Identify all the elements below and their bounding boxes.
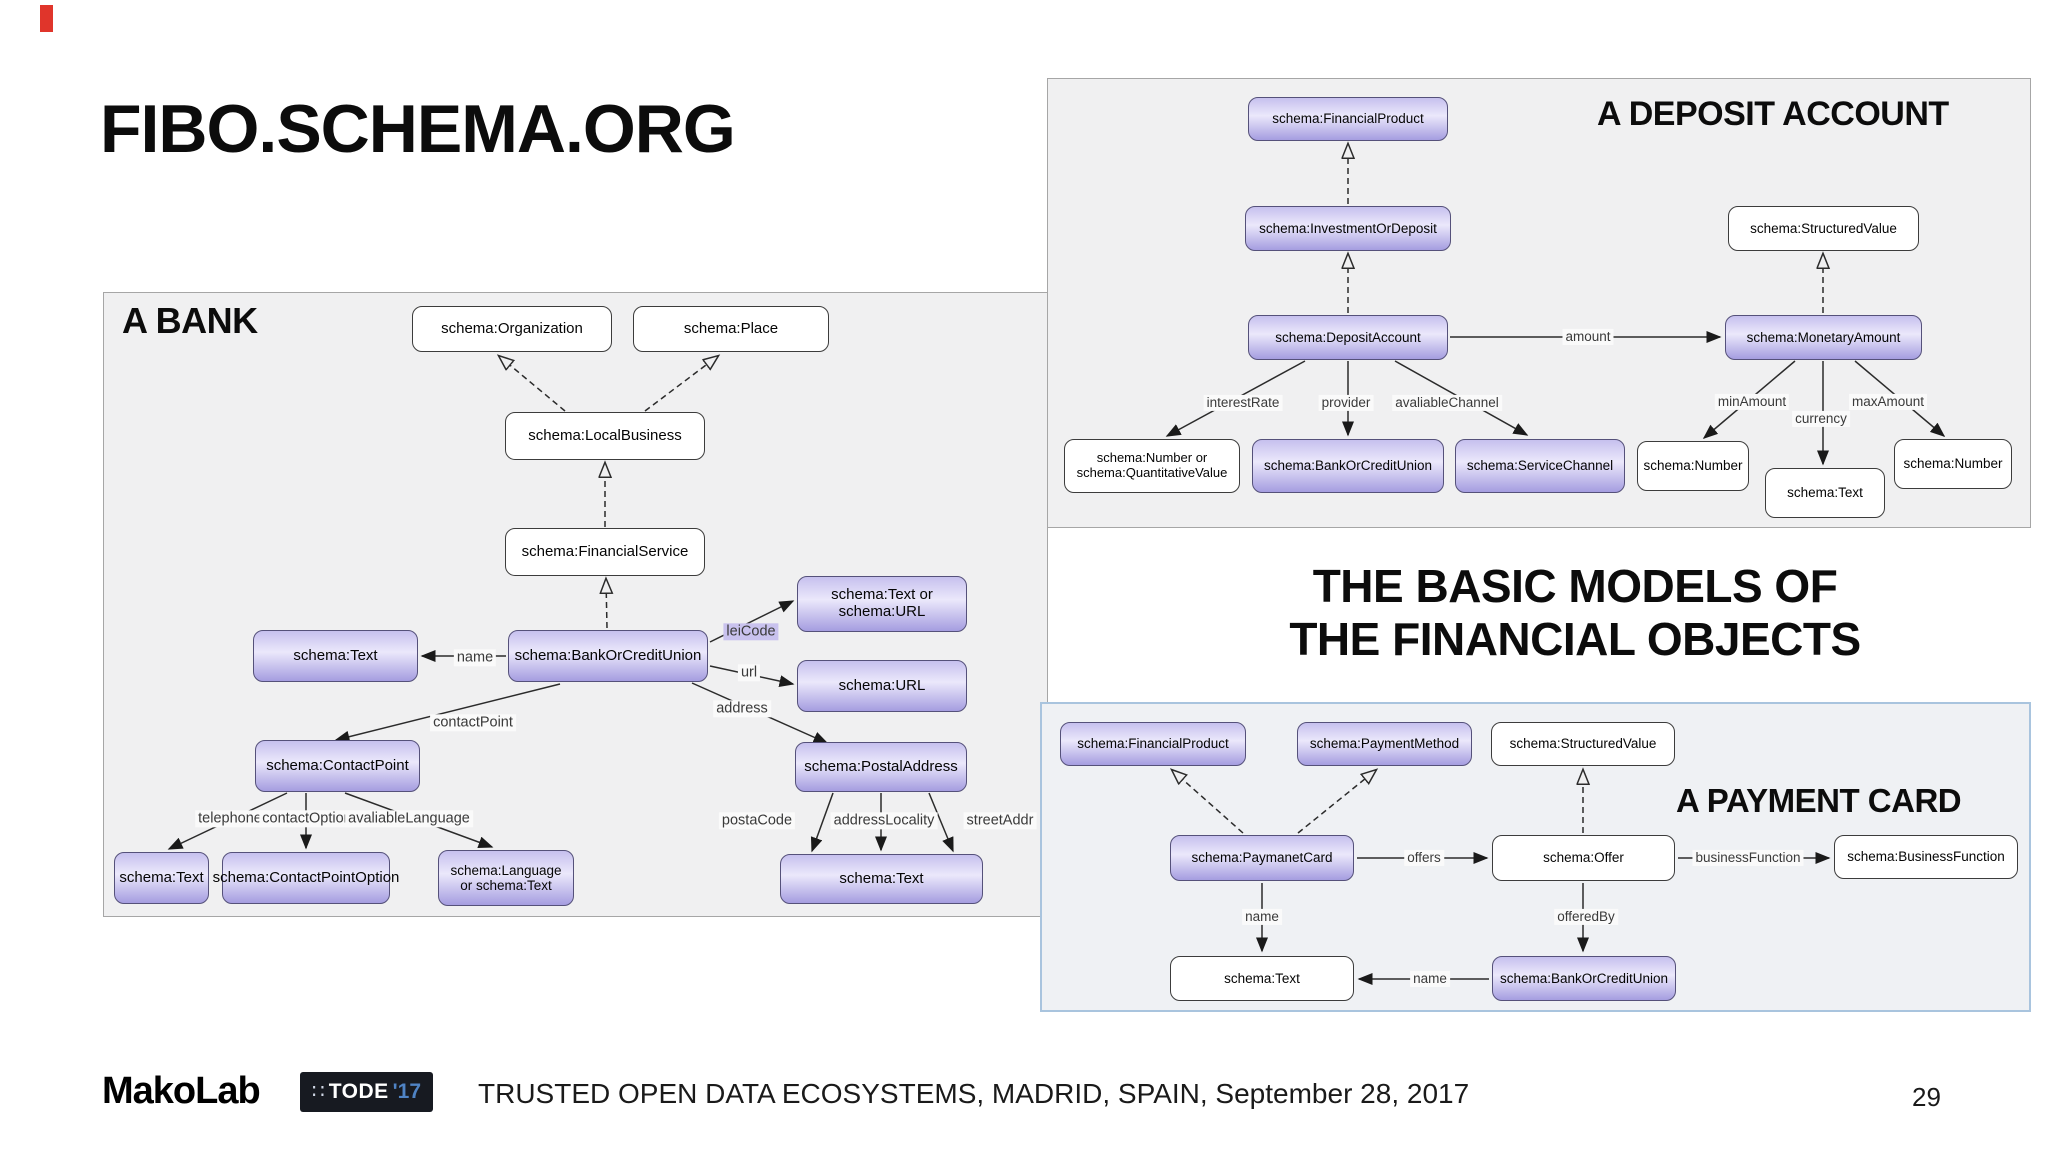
center-title-line1: THE BASIC MODELS OF: [1312, 560, 1838, 612]
bank-node-place: schema:Place: [633, 306, 829, 352]
edge-label-interest-rate: interestRate: [1203, 394, 1283, 412]
makolab-logo: MakoLab: [102, 1070, 261, 1112]
bank-node-postal-address: schema:PostalAddress: [795, 742, 967, 792]
deposit-node-investment-or-deposit: schema:InvestmentOrDeposit: [1245, 206, 1451, 251]
bank-node-text-or-url: schema:Text or schema:URL: [797, 576, 967, 632]
edge-label-street-addr: streetAddr: [963, 812, 1037, 830]
bank-node-contact-point: schema:ContactPoint: [255, 740, 420, 792]
edge-label-telephone: telephone: [195, 810, 265, 828]
bank-node-language-or-text: schema:Language or schema:Text: [438, 850, 574, 906]
deposit-node-text-currency: schema:Text: [1765, 468, 1885, 518]
center-title-line2: THE FINANCIAL OBJECTS: [1289, 612, 1861, 665]
edge-label-name-bocu: name: [1410, 970, 1450, 988]
deposit-node-financial-product: schema:FinancialProduct: [1248, 97, 1448, 141]
deposit-node-service-channel: schema:ServiceChannel: [1455, 439, 1625, 493]
edge-label-avaliable-language: avaliableLanguage: [345, 810, 473, 828]
bank-node-bank-or-credit-union: schema:BankOrCreditUnion: [508, 630, 708, 682]
deposit-panel-title: A DEPOSIT ACCOUNT: [1597, 95, 1949, 133]
payment-panel-title: A PAYMENT CARD: [1676, 782, 1962, 819]
payment-node-bank-or-credit-union: schema:BankOrCreditUnion: [1492, 956, 1676, 1001]
payment-node-business-function: schema:BusinessFunction: [1834, 835, 2018, 879]
edge-label-business-function: businessFunction: [1692, 849, 1804, 867]
deposit-node-number-max: schema:Number: [1894, 439, 2012, 489]
bank-node-local-business: schema:LocalBusiness: [505, 412, 705, 460]
tode-dots-icon: ∷: [311, 1081, 325, 1103]
slide-title: FIBO.SCHEMA.ORG: [100, 91, 736, 167]
deposit-node-monetary-amount: schema:MonetaryAmount: [1725, 315, 1922, 360]
edge-label-address: address: [713, 700, 771, 718]
page-number: 29: [1912, 1082, 1941, 1112]
edge-label-offers: offers: [1404, 849, 1444, 867]
deposit-node-bank-or-credit-union: schema:BankOrCreditUnion: [1252, 439, 1444, 493]
center-title: THE BASIC MODELS OF THE FINANCIAL OBJECT…: [1240, 560, 1910, 666]
edge-label-contact-point: contactPoint: [430, 714, 516, 732]
edge-label-posta-code: postaCode: [718, 812, 796, 830]
payment-node-text: schema:Text: [1170, 956, 1354, 1001]
payment-node-paymanet-card: schema:PaymanetCard: [1170, 835, 1354, 881]
tode-badge-year: '17: [392, 1080, 422, 1103]
bank-node-financial-service: schema:FinancialService: [505, 528, 705, 576]
deposit-node-deposit-account: schema:DepositAccount: [1248, 315, 1448, 360]
edge-label-name-card: name: [1242, 908, 1282, 926]
red-accent-mark: [40, 5, 53, 32]
bank-node-text-name: schema:Text: [253, 630, 418, 682]
edge-label-min-amount: minAmount: [1714, 393, 1790, 411]
tode-badge-text: TODE: [328, 1080, 389, 1103]
edge-label-lei-code: leiCode: [723, 623, 779, 641]
edge-label-name: name: [453, 649, 497, 667]
bank-node-organization: schema:Organization: [412, 306, 612, 352]
bank-node-text-telephone: schema:Text: [114, 852, 209, 904]
edge-label-max-amount: maxAmount: [1848, 393, 1928, 411]
edge-label-provider: provider: [1318, 394, 1374, 412]
edge-label-currency: currency: [1792, 410, 1850, 428]
payment-node-financial-product: schema:FinancialProduct: [1060, 722, 1246, 766]
edge-label-contact-option: contactOption: [259, 810, 355, 828]
edge-label-address-locality: addressLocality: [830, 812, 938, 830]
payment-node-structured-value: schema:StructuredValue: [1491, 722, 1675, 766]
bank-node-url: schema:URL: [797, 660, 967, 712]
conference-footer-text: TRUSTED OPEN DATA ECOSYSTEMS, MADRID, SP…: [478, 1078, 1470, 1109]
edge-label-offered-by: offeredBy: [1554, 908, 1618, 926]
deposit-node-structured-value: schema:StructuredValue: [1728, 206, 1919, 251]
bank-panel-title: A BANK: [122, 300, 258, 341]
payment-node-offer: schema:Offer: [1492, 835, 1675, 881]
deposit-node-number-min: schema:Number: [1637, 441, 1749, 491]
edge-label-avaliable-channel: avaliableChannel: [1392, 394, 1502, 412]
edge-label-url: url: [737, 664, 761, 682]
deposit-node-number-or-quantitative-value: schema:Number or schema:QuantitativeValu…: [1064, 439, 1240, 493]
tode-badge: ∷ TODE '17: [300, 1072, 433, 1112]
bank-node-text-address: schema:Text: [780, 854, 983, 904]
edge-label-amount: amount: [1562, 328, 1614, 346]
bank-node-contact-point-option: schema:ContactPointOption: [213, 852, 399, 904]
payment-node-payment-method: schema:PaymentMethod: [1297, 722, 1472, 766]
